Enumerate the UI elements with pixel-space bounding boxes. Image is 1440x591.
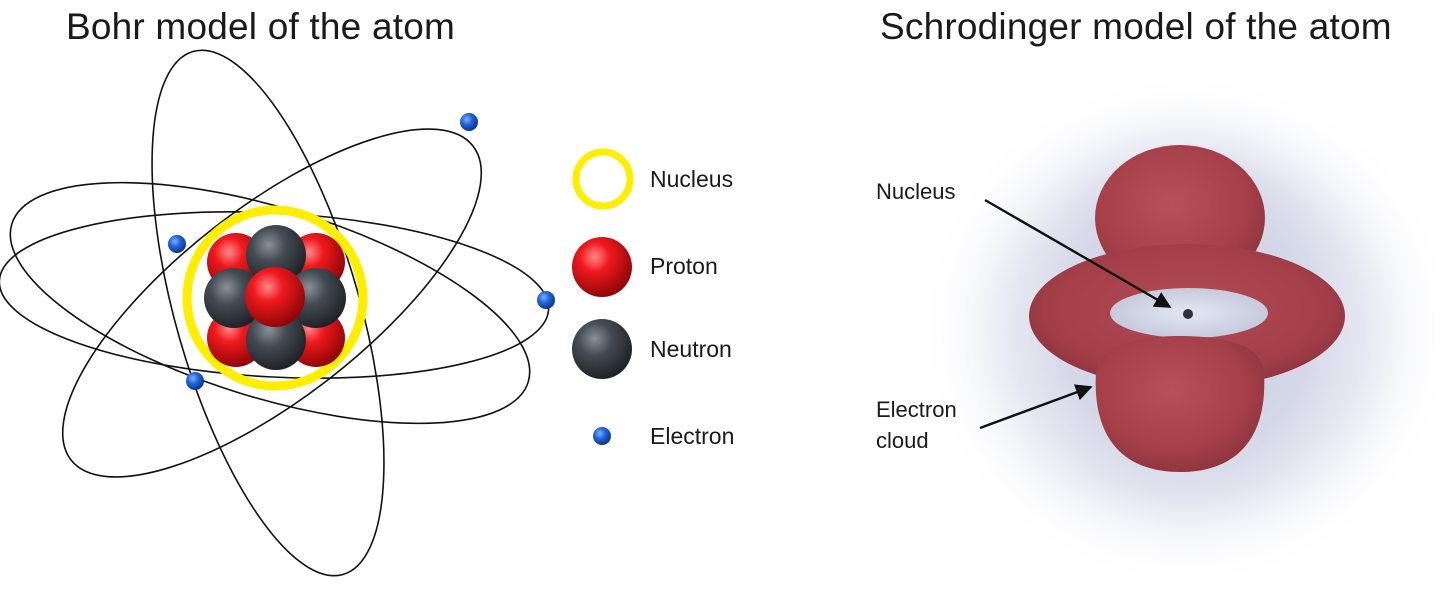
electron <box>186 372 204 390</box>
nucleus-arrow <box>984 198 1172 309</box>
neutron <box>246 225 306 285</box>
label-electron-cloud-line1: Electron <box>876 397 957 422</box>
red-sphere-icon <box>572 237 632 297</box>
bohr-atom-diagram <box>0 49 555 577</box>
blue-dot-icon <box>593 427 611 445</box>
orbit-tilted-steep <box>61 128 483 478</box>
electron <box>460 113 478 131</box>
label-electron-cloud: Electron cloud <box>876 394 957 456</box>
label-nucleus: Nucleus <box>876 179 956 204</box>
electron-cloud-bottom-lobe <box>1095 336 1265 472</box>
gray-sphere-icon <box>572 319 632 379</box>
electron-cloud-arrow <box>979 384 1093 430</box>
neutron <box>246 310 306 370</box>
bohr-model-title: Bohr model of the atom <box>66 6 455 47</box>
bohr-legend <box>572 148 634 445</box>
legend-label-proton: Proton <box>650 253 718 279</box>
schrodinger-model-title: Schrodinger model of the atom <box>880 6 1392 47</box>
nucleus-nucleons <box>204 225 346 370</box>
electrons <box>168 113 555 390</box>
proton <box>245 267 305 327</box>
schrodinger-atom-diagram <box>918 70 1440 590</box>
electron <box>537 291 555 309</box>
legend-label-neutron: Neutron <box>650 336 732 362</box>
orbit-vertical <box>151 49 385 577</box>
nucleus-ring <box>182 205 368 391</box>
yellow-ring-icon <box>572 148 634 210</box>
schrodinger-nucleus-dot <box>1183 309 1193 319</box>
electron <box>168 235 186 253</box>
legend-label-nucleus: Nucleus <box>650 166 734 192</box>
label-electron-cloud-line2: cloud <box>876 428 929 453</box>
legend-label-electron: Electron <box>650 423 735 449</box>
